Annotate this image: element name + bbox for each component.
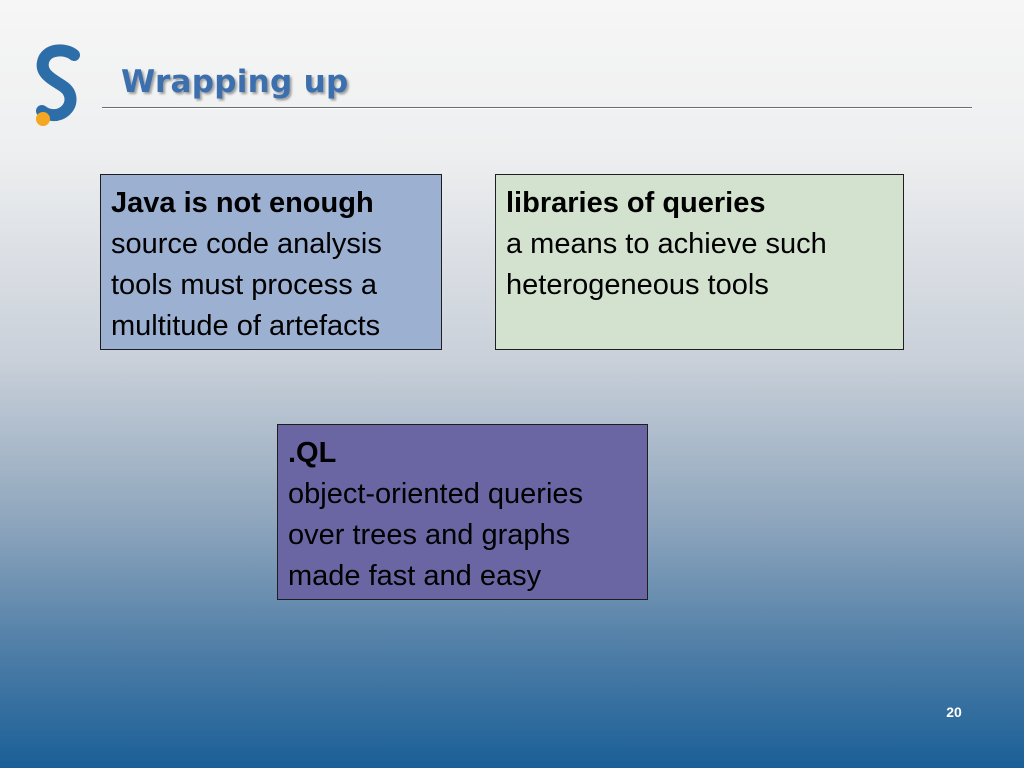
java-box-line: tools must process a xyxy=(111,269,377,301)
slide-title: Wrapping up xyxy=(121,64,349,100)
s-letter-logo-icon xyxy=(36,44,80,126)
libraries-box-line: heterogeneous tools xyxy=(506,269,769,301)
page-number: 20 xyxy=(946,704,962,720)
libraries-of-queries-box: libraries of queries a means to achieve … xyxy=(495,174,904,350)
title-underline xyxy=(102,107,972,109)
java-box-line: source code analysis xyxy=(111,228,382,260)
ql-box: .QL object-oriented queries over trees a… xyxy=(277,424,648,600)
ql-box-line: object-oriented queries xyxy=(288,478,584,510)
ql-box-heading: .QL xyxy=(288,437,337,469)
libraries-box-heading: libraries of queries xyxy=(506,187,766,219)
ql-box-line: over trees and graphs xyxy=(288,519,571,551)
java-not-enough-box: Java is not enough source code analysis … xyxy=(100,174,442,350)
java-box-heading: Java is not enough xyxy=(111,187,374,219)
java-box-line: multitude of artefacts xyxy=(111,310,381,342)
libraries-box-line: a means to achieve such xyxy=(506,228,827,260)
ql-box-line: made fast and easy xyxy=(288,560,542,592)
